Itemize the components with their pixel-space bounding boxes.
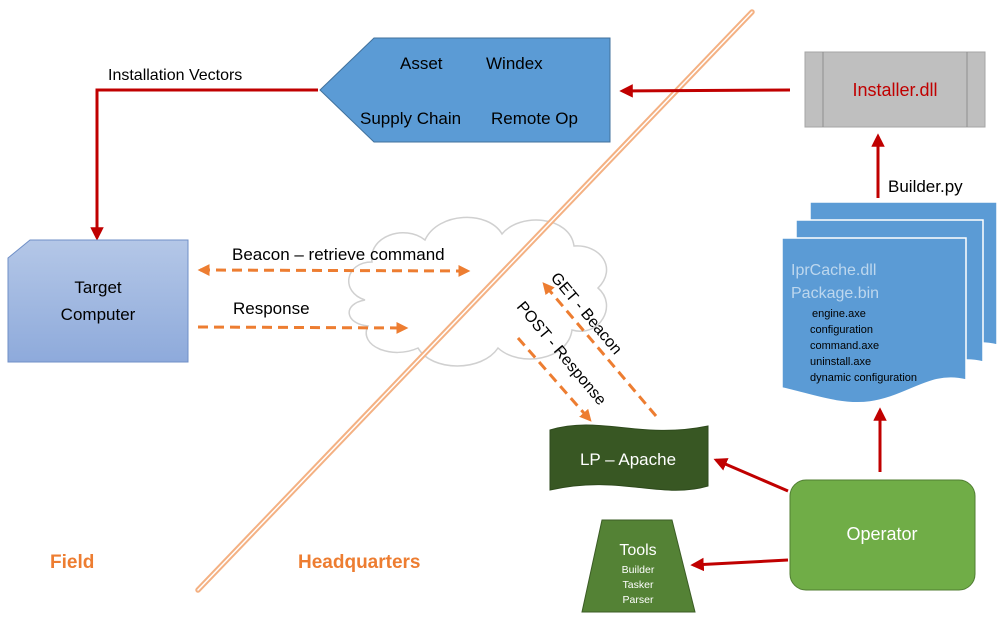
installer-dll-label: Installer.dll	[852, 80, 937, 100]
beacon-arrow	[197, 264, 471, 277]
response-arrow	[197, 321, 409, 334]
beacon-label: Beacon – retrieve command	[232, 245, 445, 264]
operator-to-lp-arrow	[713, 458, 789, 493]
operator-to-tools-arrow	[690, 557, 789, 572]
builder-py-label: Builder.py	[888, 177, 963, 196]
operator-label: Operator	[846, 524, 917, 544]
target-computer-line2: Computer	[61, 305, 136, 324]
operator-box: Operator	[789, 479, 976, 591]
tools-item-builder: Builder	[622, 564, 655, 576]
network-cloud	[348, 216, 608, 367]
lp-apache-shape: LP – Apache	[549, 424, 709, 491]
vector-windex: Windex	[486, 54, 543, 73]
get-beacon-arrow	[542, 282, 658, 417]
package-title-iprcache: IprCache.dll	[791, 262, 876, 279]
zone-headquarters-label: Headquarters	[298, 552, 421, 573]
package-item-uninstall: uninstall.axe	[810, 356, 871, 368]
target-computer-box: Target Computer	[7, 239, 189, 363]
package-item-dynamic-config: dynamic configuration	[810, 372, 917, 384]
vector-remote-op: Remote Op	[491, 109, 578, 128]
tools-shape: Tools Builder Tasker Parser	[581, 519, 696, 613]
tools-item-tasker: Tasker	[623, 579, 654, 591]
package-item-engine: engine.axe	[812, 308, 866, 320]
package-title-bin: Package.bin	[791, 285, 879, 302]
post-response-arrow	[516, 337, 592, 422]
lp-apache-label: LP – Apache	[580, 450, 676, 469]
package-item-command: command.axe	[810, 340, 879, 352]
installation-vectors-label: Installation Vectors	[108, 67, 242, 84]
tools-title: Tools	[619, 542, 656, 559]
field-hq-divider	[195, 9, 755, 593]
target-computer-line1: Target	[74, 278, 122, 297]
response-label: Response	[233, 299, 310, 318]
vector-asset: Asset	[400, 54, 443, 73]
package-documents: IprCache.dll Package.bin engine.axe conf…	[781, 201, 998, 404]
installer-dll-box: Installer.dll	[804, 51, 986, 128]
zone-field-label: Field	[50, 552, 94, 573]
package-item-configuration: configuration	[810, 324, 873, 336]
installer-to-vectors-arrow	[619, 84, 791, 98]
vector-supply-chain: Supply Chain	[360, 109, 461, 128]
installation-vectors-shape: Asset Windex Supply Chain Remote Op	[319, 37, 611, 143]
tools-item-parser: Parser	[623, 594, 654, 606]
vectors-to-target-arrow	[90, 88, 318, 241]
